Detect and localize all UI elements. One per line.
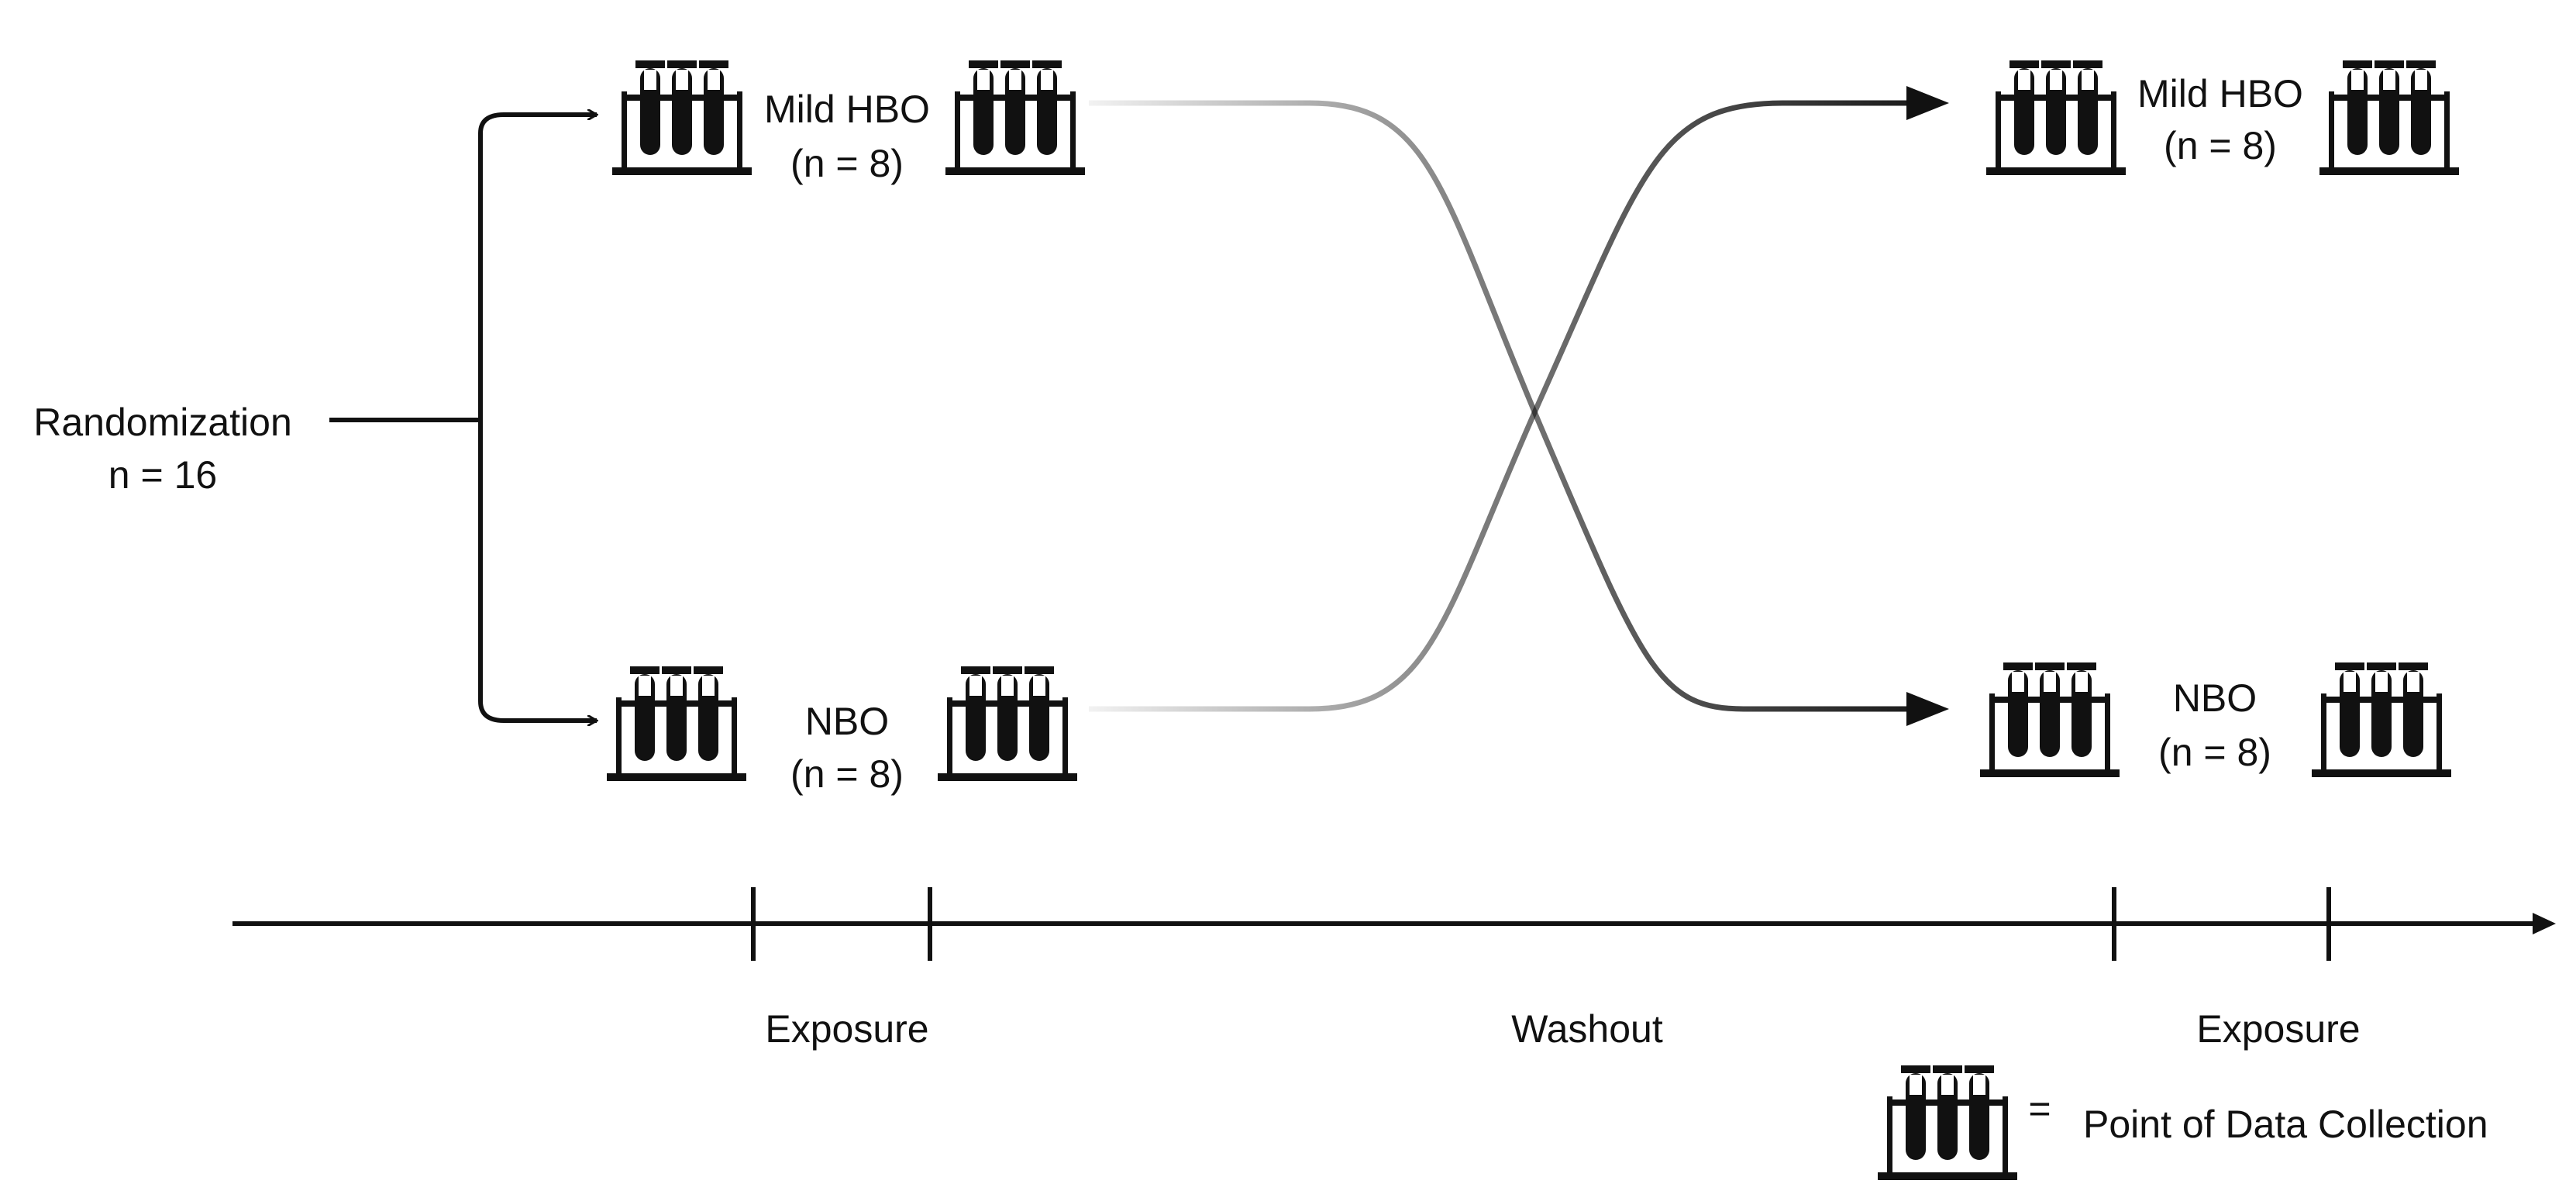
timeline-axis — [232, 887, 2556, 961]
arrowhead-to-top — [1906, 86, 1949, 120]
randomization-bracket — [329, 115, 597, 721]
data-collection-icon-p1-bottom-post — [938, 666, 1077, 781]
randomization-count: n = 16 — [108, 453, 217, 497]
p1-top-count: (n = 8) — [790, 142, 904, 185]
data-collection-icon-p1-top-post — [945, 60, 1085, 175]
arrowhead-to-bottom — [1906, 692, 1949, 726]
data-collection-icon-p2-top-pre — [1986, 60, 2126, 175]
phase-label-exposure-1: Exposure — [765, 1007, 928, 1051]
test-tube-rack-icon — [1878, 1065, 2017, 1180]
data-collection-icon-p2-bottom-post — [2312, 662, 2451, 777]
p1-bottom-label: NBO — [805, 700, 889, 743]
data-collection-icon-p1-top-pre — [612, 60, 752, 175]
data-collection-icon-p2-bottom-pre — [1980, 662, 2120, 777]
p1-bottom-count: (n = 8) — [790, 752, 904, 796]
p2-top-count: (n = 8) — [2164, 124, 2277, 167]
p2-bottom-label: NBO — [2173, 676, 2257, 720]
data-collection-icon-p1-bottom-pre — [607, 666, 746, 781]
data-collection-icon-p2-top-post — [2319, 60, 2459, 175]
p1-top-label: Mild HBO — [764, 88, 930, 131]
p2-top-label: Mild HBO — [2137, 72, 2303, 115]
phase-label-exposure-2: Exposure — [2196, 1007, 2360, 1051]
legend-equals: = — [2028, 1087, 2051, 1130]
p2-bottom-count: (n = 8) — [2158, 731, 2271, 774]
crossover-curve-bottom-to-top — [1089, 100, 1906, 712]
phase-label-washout: Washout — [1511, 1007, 1663, 1051]
randomization-label: Randomization — [33, 401, 292, 444]
legend-label: Point of Data Collection — [2083, 1103, 2488, 1146]
crossover-curve-top-to-bottom — [1089, 100, 1906, 712]
